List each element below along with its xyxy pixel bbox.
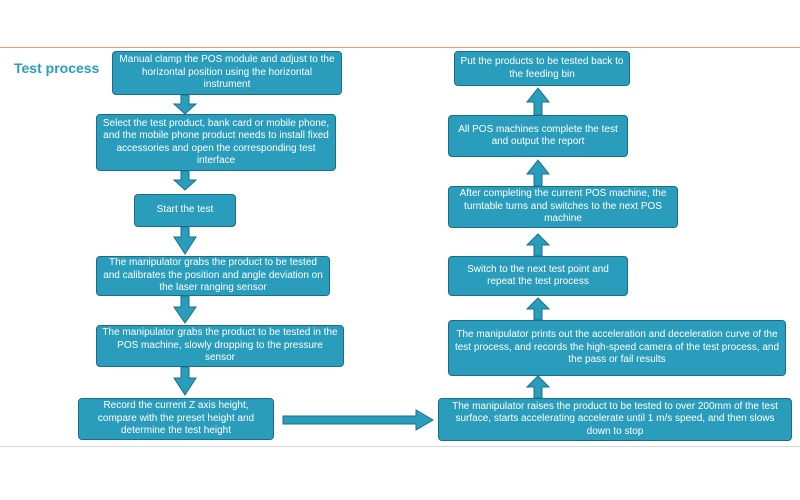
page-title: Test process <box>14 60 100 76</box>
arrow-down-3 <box>173 226 197 255</box>
arrow-up-3 <box>525 233 551 257</box>
step-record-z-height: Record the current Z axis height, compar… <box>78 398 274 440</box>
step-calibrate-laser: The manipulator grabs the product to be … <box>96 256 330 296</box>
bottom-divider <box>0 446 800 447</box>
arrow-down-2 <box>172 170 198 191</box>
step-return-feeding-bin: Put the products to be tested back to th… <box>454 51 630 86</box>
arrow-down-1 <box>172 94 198 115</box>
step-start-test: Start the test <box>134 194 236 227</box>
arrow-up-5 <box>525 87 551 116</box>
step-output-report: All POS machines complete the test and o… <box>448 115 628 157</box>
arrow-down-5 <box>173 366 197 396</box>
top-divider <box>0 47 800 48</box>
step-clamp-module: Manual clamp the POS module and adjust t… <box>112 51 342 95</box>
step-next-test-point: Switch to the next test point and repeat… <box>448 256 628 296</box>
arrow-right <box>282 409 434 431</box>
step-raise-product: The manipulator raises the product to be… <box>438 398 792 441</box>
arrow-up-4 <box>525 159 551 187</box>
arrow-up-2 <box>525 297 551 321</box>
arrow-down-4 <box>173 295 197 324</box>
step-turntable-switch: After completing the current POS machine… <box>448 186 678 228</box>
arrow-up-1 <box>525 375 551 399</box>
step-select-product: Select the test product, bank card or mo… <box>96 114 336 171</box>
step-print-curve: The manipulator prints out the accelerat… <box>448 320 786 376</box>
step-drop-pressure-sensor: The manipulator grabs the product to be … <box>96 325 344 367</box>
